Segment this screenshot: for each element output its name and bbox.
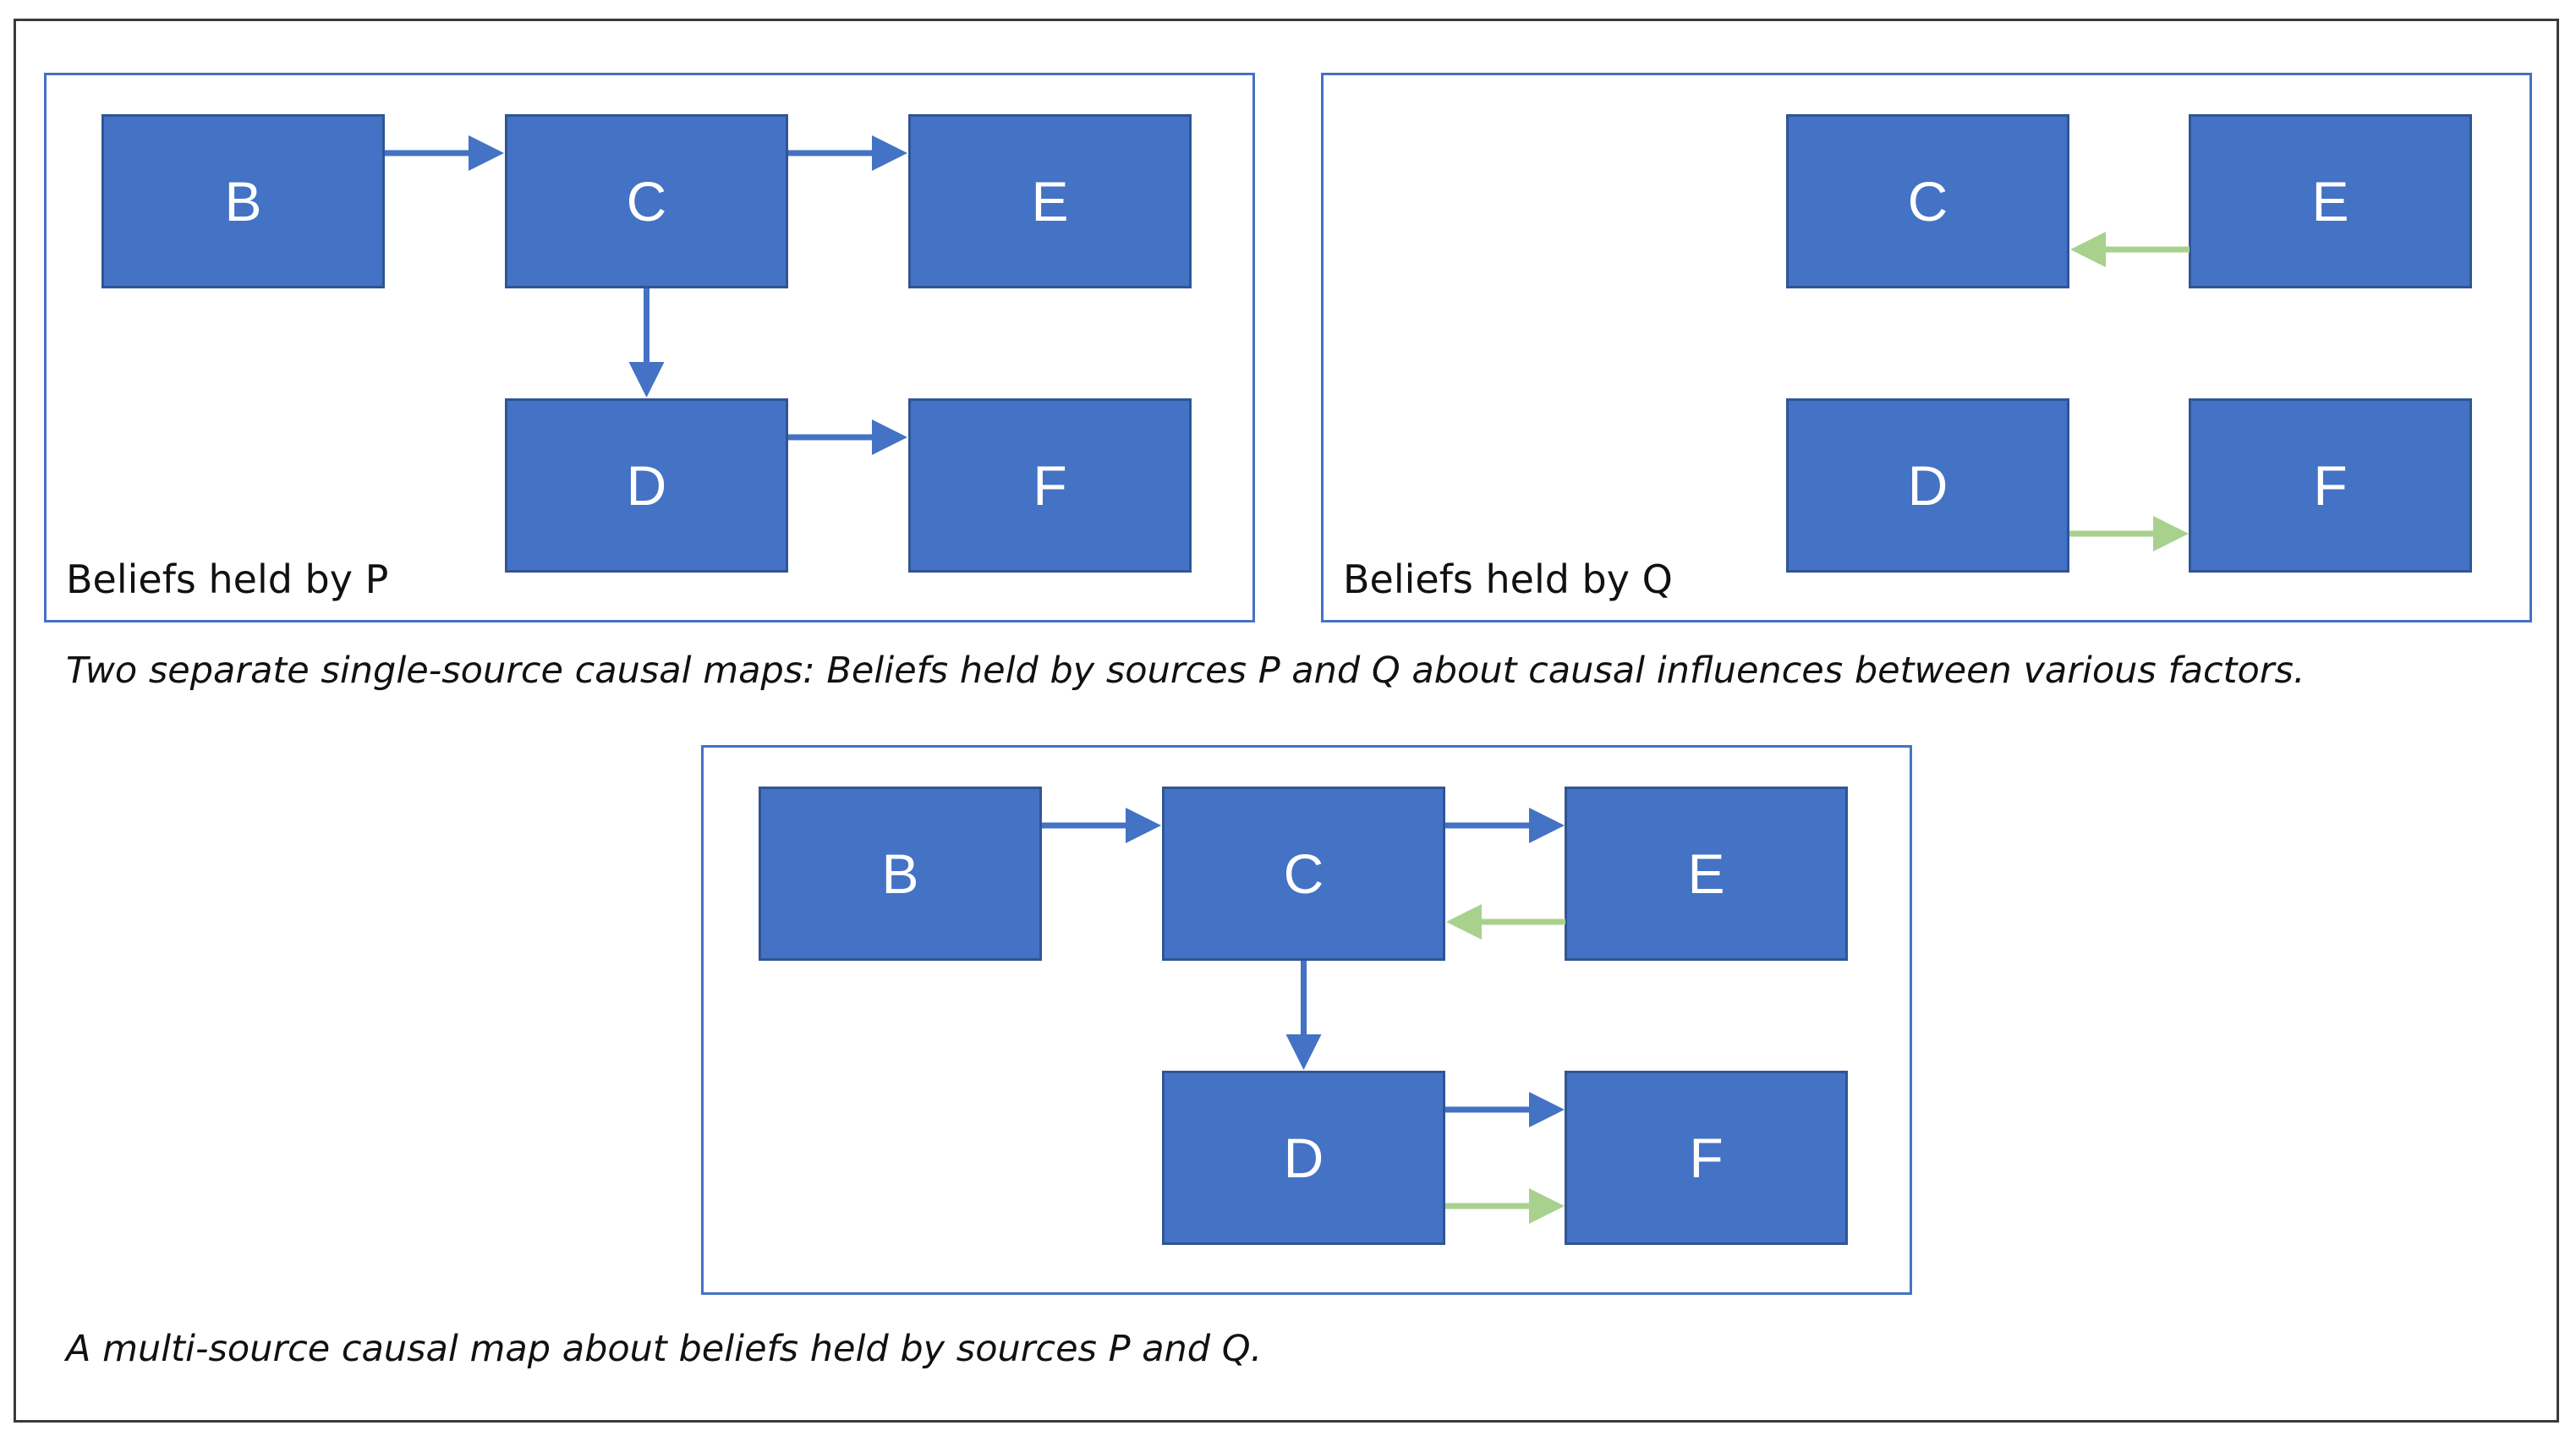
node-f-combined: F xyxy=(1565,1071,1848,1245)
node-f-q: F xyxy=(2189,398,2472,573)
node-d-q: D xyxy=(1786,398,2069,573)
caption-single-source: Two separate single-source causal maps: … xyxy=(66,650,2305,692)
panel-p-label: Beliefs held by P xyxy=(66,557,389,602)
node-f-p: F xyxy=(908,398,1192,573)
node-c-q: C xyxy=(1786,114,2069,288)
node-c-combined: C xyxy=(1162,787,1445,961)
node-e-combined: E xyxy=(1565,787,1848,961)
node-e-p: E xyxy=(908,114,1192,288)
node-c-p: C xyxy=(505,114,788,288)
node-d-p: D xyxy=(505,398,788,573)
edge-group xyxy=(385,135,2190,1224)
panel-q-label: Beliefs held by Q xyxy=(1343,557,1673,602)
node-e-q: E xyxy=(2189,114,2472,288)
node-b-combined: B xyxy=(759,787,1042,961)
figure-frame xyxy=(14,19,2559,1423)
node-b-p: B xyxy=(101,114,385,288)
node-d-combined: D xyxy=(1162,1071,1445,1245)
caption-multi-source: A multi-source causal map about beliefs … xyxy=(66,1328,1263,1370)
